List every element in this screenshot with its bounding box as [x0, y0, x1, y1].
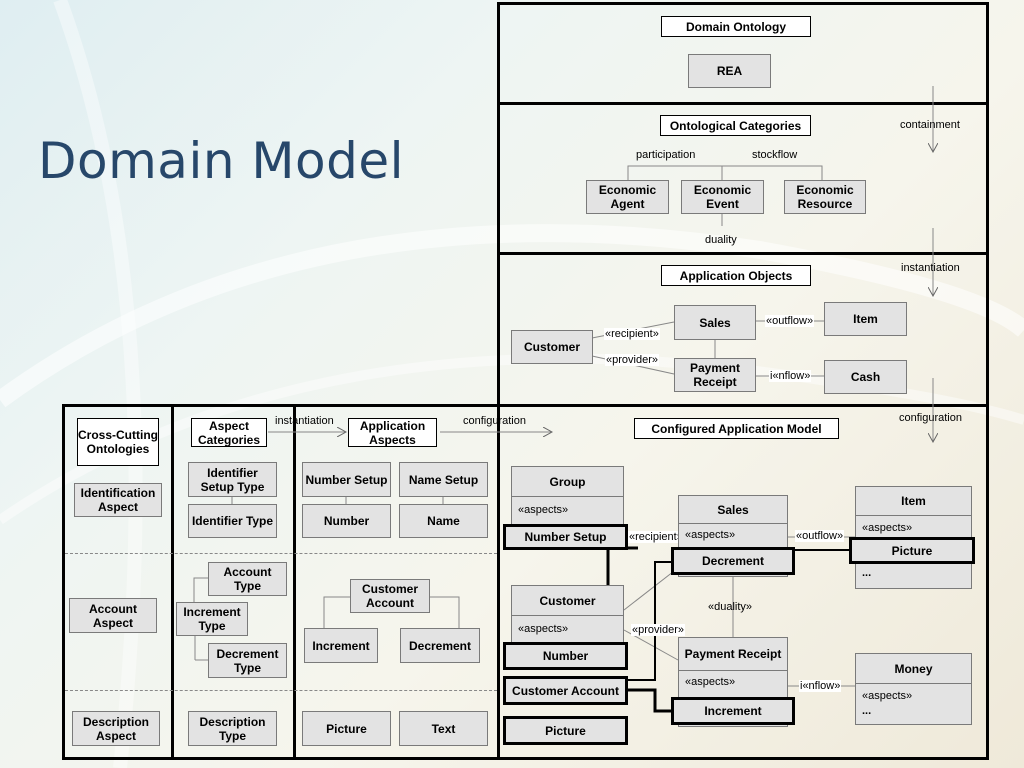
recipient-label-bottom: «recipient»	[628, 531, 684, 543]
picture-aspect-item: Picture	[849, 537, 975, 564]
domain-ontology-label: Domain Ontology	[661, 16, 811, 37]
customer-account-box: Customer Account	[350, 579, 430, 613]
increment-type-box: Increment Type	[176, 602, 248, 636]
picture-box: Picture	[302, 711, 391, 746]
customer-box: Customer	[511, 330, 593, 364]
payment-receipt-class-title: Payment Receipt	[684, 647, 782, 661]
increment-box: Increment	[304, 628, 378, 663]
duality-label-bottom: «duality»	[708, 601, 753, 613]
number-box: Number	[302, 504, 391, 538]
stockflow-label: stockflow	[752, 149, 798, 161]
item-ellipsis: ...	[862, 567, 872, 579]
payment-receipt-aspects-label: «aspects»	[685, 676, 736, 688]
decrement-type-box: Decrement Type	[208, 643, 287, 678]
item-class-title: Item	[901, 494, 926, 508]
picture-aspect: Picture	[503, 716, 628, 745]
account-type-box: Account Type	[208, 562, 287, 596]
sales-aspects-label: «aspects»	[685, 529, 736, 541]
identifier-type-box: Identifier Type	[188, 504, 277, 538]
cash-box: Cash	[824, 360, 907, 394]
provider-label-bottom: «provider»	[631, 624, 685, 636]
money-class: Money «aspects» ...	[855, 653, 972, 725]
instantiation-label-bottom: instantiation	[275, 415, 334, 427]
ontological-categories-label: Ontological Categories	[660, 115, 811, 136]
decrement-box: Decrement	[400, 628, 480, 663]
page-title: Domain Model	[38, 132, 405, 190]
number-setup-aspect: Number Setup	[503, 524, 628, 550]
economic-resource-box: Economic Resource	[784, 180, 866, 214]
name-setup-box: Name Setup	[399, 462, 488, 497]
description-aspect-box: Description Aspect	[72, 711, 160, 746]
containment-label: containment	[900, 119, 960, 131]
identification-aspect-box: Identification Aspect	[74, 483, 162, 517]
customer-class-title: Customer	[539, 593, 596, 608]
cross-cutting-label: Cross-Cutting Ontologies	[77, 418, 159, 466]
inflow-label-bottom: i«nflow»	[799, 680, 842, 692]
configured-model-label: Configured Application Model	[634, 418, 839, 439]
customer-aspects-label: «aspects»	[518, 623, 569, 635]
group-class-title: Group	[549, 474, 586, 489]
account-aspect-box: Account Aspect	[69, 598, 157, 633]
configured-model-frame	[497, 404, 989, 760]
payment-receipt-box: Payment Receipt	[674, 358, 756, 392]
aspect-categories-label: Aspect Categories	[191, 418, 267, 447]
item-aspects-label: «aspects»	[862, 522, 913, 534]
economic-event-box: Economic Event	[681, 180, 764, 214]
decrement-aspect: Decrement	[671, 547, 795, 575]
sales-box: Sales	[674, 305, 756, 340]
number-setup-box: Number Setup	[302, 462, 391, 497]
configuration-label: configuration	[899, 412, 962, 424]
group-aspects-label: «aspects»	[518, 504, 569, 516]
duality-label: duality	[705, 234, 737, 246]
increment-aspect: Increment	[671, 697, 795, 725]
provider-label: «provider»	[605, 354, 659, 366]
number-aspect: Number	[503, 642, 628, 670]
row-separator	[65, 553, 497, 554]
identifier-setup-type-box: Identifier Setup Type	[188, 462, 277, 497]
item-box: Item	[824, 302, 907, 336]
outflow-label: «outflow»	[765, 315, 815, 327]
name-box: Name	[399, 504, 488, 538]
row-separator	[65, 690, 497, 691]
customer-account-aspect: Customer Account	[503, 676, 628, 705]
inflow-label: i«nflow»	[769, 370, 812, 382]
application-objects-label: Application Objects	[661, 265, 811, 286]
application-aspects-label: Application Aspects	[348, 418, 437, 447]
economic-agent-box: Economic Agent	[586, 180, 669, 214]
configuration-label-bottom: configuration	[463, 415, 526, 427]
recipient-label: «recipient»	[604, 328, 660, 340]
description-type-box: Description Type	[188, 711, 277, 746]
sales-class-title: Sales	[717, 502, 749, 517]
text-box: Text	[399, 711, 488, 746]
money-class-title: Money	[894, 661, 933, 676]
outflow-label-bottom: «outflow»	[795, 530, 845, 542]
rea-box: REA	[688, 54, 771, 88]
instantiation-label: instantiation	[901, 262, 960, 274]
money-aspects-label: «aspects»	[862, 690, 913, 702]
money-ellipsis: ...	[862, 705, 872, 717]
participation-label: participation	[636, 149, 696, 161]
